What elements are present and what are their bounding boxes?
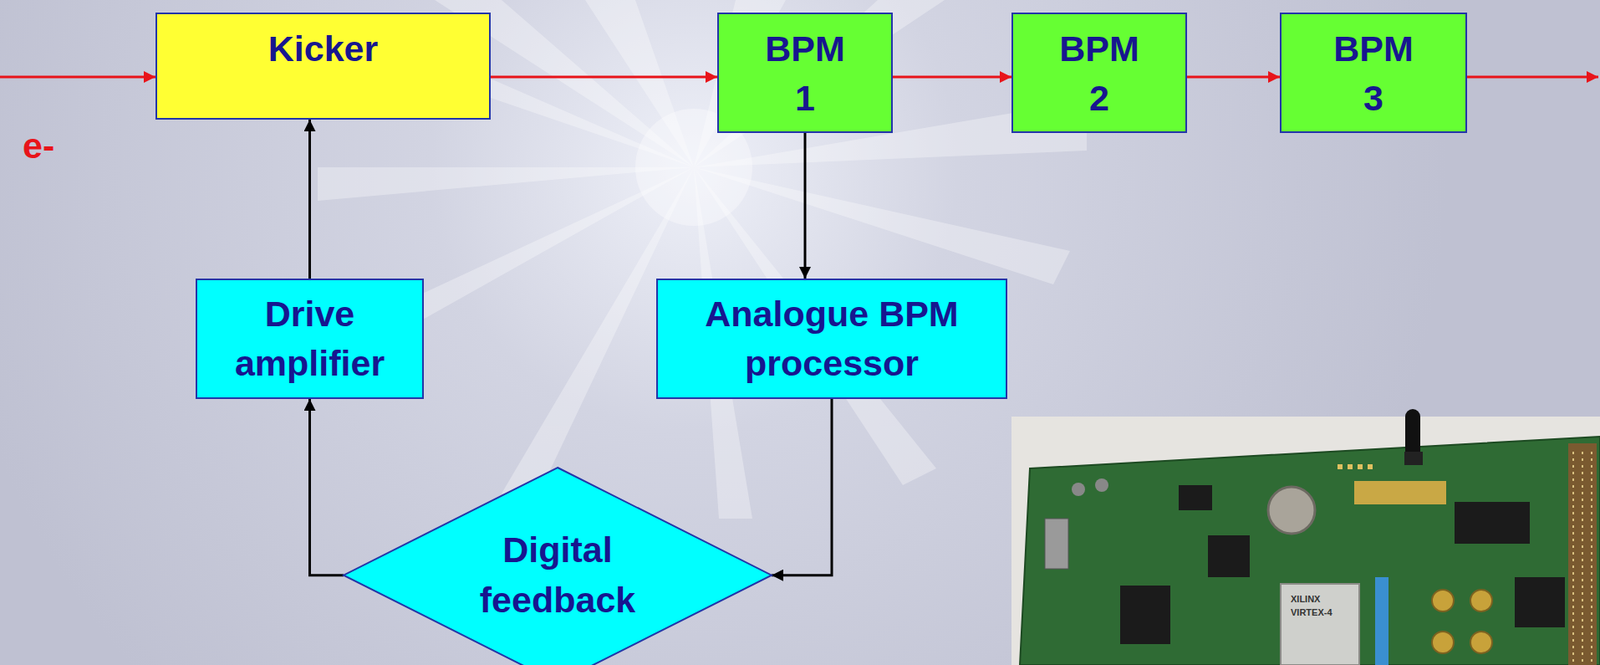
fpga-board-photo [1011,416,1600,665]
signal-arrow [308,119,311,279]
node-text: Drive amplifier [234,289,385,389]
signal-arrow [310,398,345,576]
bpm-box: BPM 3 [1279,12,1468,133]
node-text: BPM 1 [764,24,846,124]
node-text: Analogue BPM processor [657,289,1006,389]
processor-box: Analogue BPM processor [656,278,1008,399]
node-text: Digital feedback [479,524,636,625]
kicker-box: Kicker [155,12,491,120]
amplifier-box: Drive amplifier [195,278,424,399]
chip-marking: XILINX [1290,593,1320,604]
signal-arrow [771,398,832,576]
beam-out-line [1467,76,1599,79]
node-text: BPM 2 [1059,24,1140,124]
decision-diamond: Digital feedback [343,467,772,665]
bpm-box: BPM 2 [1011,12,1188,133]
bpm-box: BPM 1 [717,12,893,133]
beam-in-line [0,76,156,79]
beam-label: e- [22,125,55,167]
beam-connector [1187,76,1280,79]
chip-marking: VIRTEX-4 [1290,606,1333,617]
beam-connector [892,76,1012,79]
signal-arrow [804,132,807,279]
node-text: BPM 3 [1333,24,1414,124]
node-text: Kicker [268,24,378,74]
beam-connector [490,76,718,79]
